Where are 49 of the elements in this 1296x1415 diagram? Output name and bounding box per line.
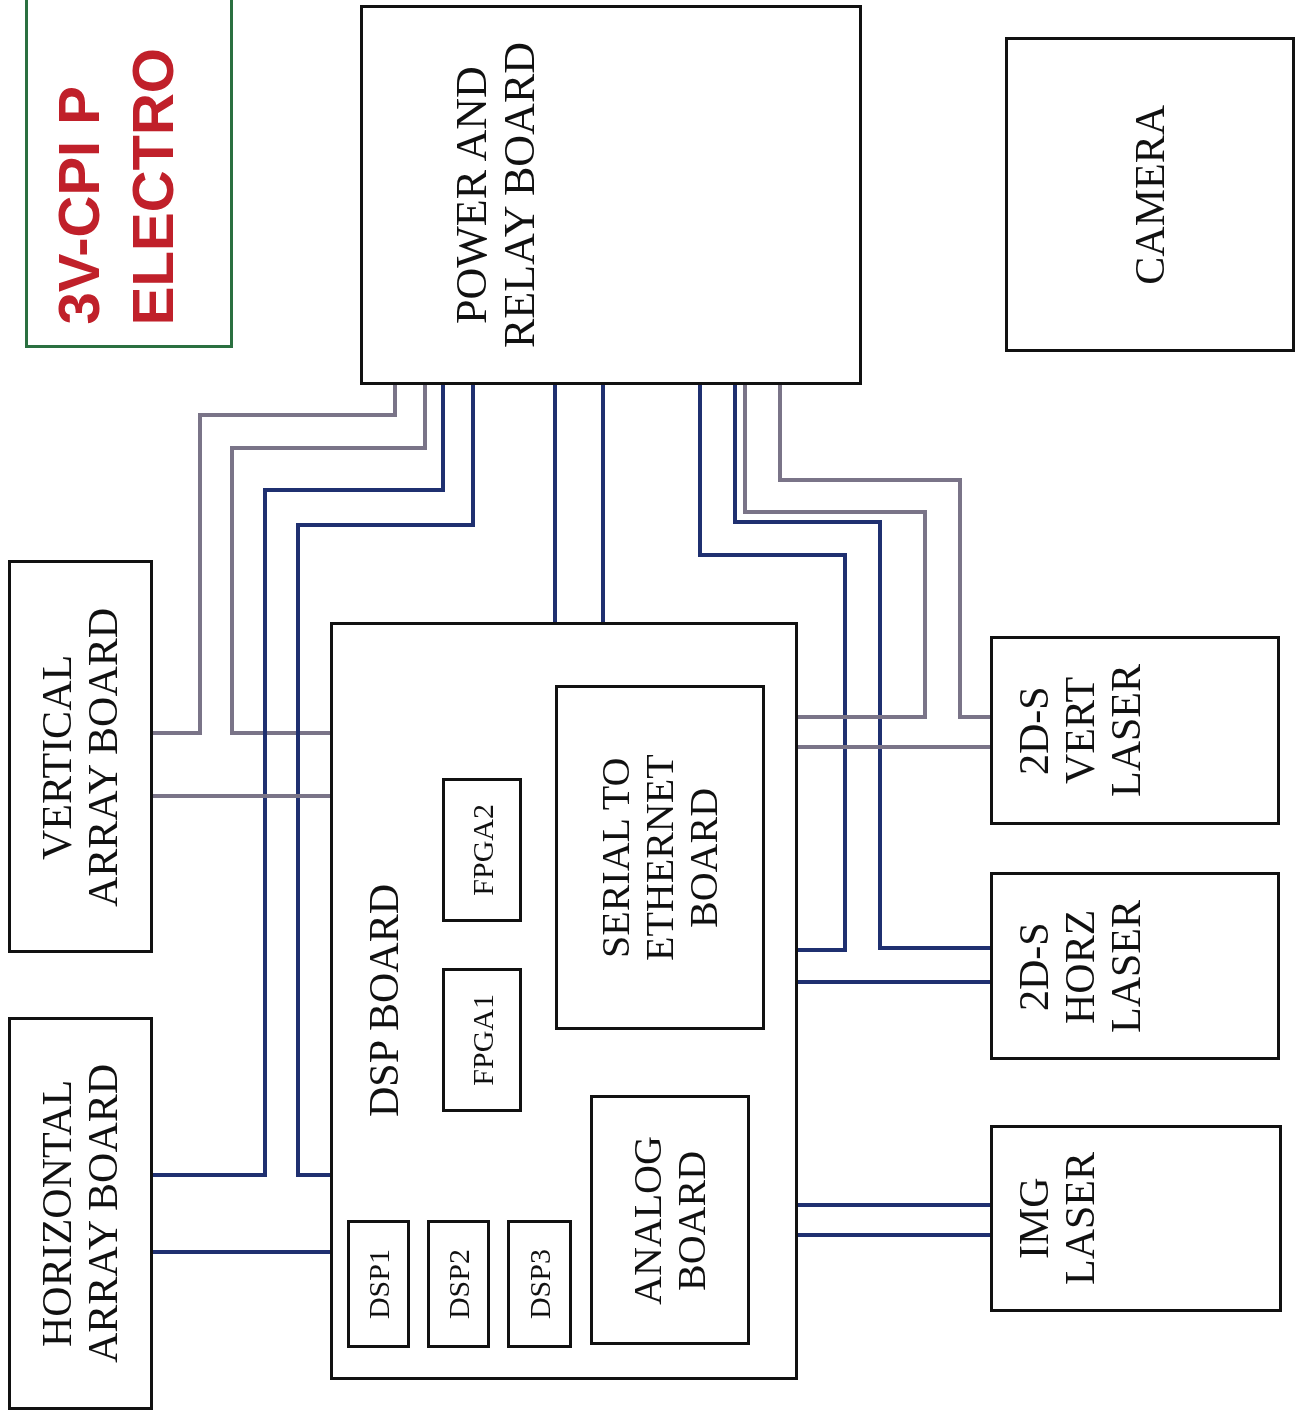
component-box xyxy=(442,968,522,1112)
wire xyxy=(778,385,990,719)
wire xyxy=(296,385,475,1177)
board-box xyxy=(330,622,798,1380)
wire xyxy=(553,385,557,622)
box-label: DSP1 xyxy=(362,1248,395,1319)
box-label: 2D-S VERT LASER xyxy=(1011,663,1150,799)
wire xyxy=(733,385,990,950)
box-label: DSP BOARD xyxy=(361,884,408,1118)
wire xyxy=(743,385,927,719)
wire xyxy=(798,1203,990,1207)
block-box xyxy=(8,560,153,953)
component-box xyxy=(347,1220,410,1348)
component-box xyxy=(555,685,765,1030)
component-box xyxy=(442,778,522,922)
box-label: 2D-S HORZ LASER xyxy=(1011,898,1150,1035)
title-text: 3V-CPI P xyxy=(50,86,108,325)
block-box xyxy=(1005,37,1295,352)
box-label: ANALOG BOARD xyxy=(626,1134,714,1307)
block-box xyxy=(8,1017,153,1410)
box-label: DSP3 xyxy=(523,1248,556,1319)
wire xyxy=(601,385,605,622)
component-box xyxy=(427,1220,490,1348)
block-box xyxy=(990,1125,1282,1312)
box-label: IMG LASER xyxy=(1011,1151,1104,1287)
component-box xyxy=(590,1095,750,1345)
wire xyxy=(798,1233,990,1237)
box-label: POWER AND RELAY BOARD xyxy=(448,41,545,350)
wire xyxy=(153,385,397,735)
box-label: VERTICAL ARRAY BOARD xyxy=(34,605,127,909)
block-box xyxy=(990,636,1280,825)
box-label: SERIAL TO ETHERNET BOARD xyxy=(594,753,726,963)
wire xyxy=(153,385,445,1177)
box-label: FPGA2 xyxy=(465,804,499,896)
wire xyxy=(153,1250,330,1254)
box-label: DSP2 xyxy=(442,1248,475,1319)
wire xyxy=(153,794,330,798)
wire xyxy=(698,385,847,952)
title-box xyxy=(25,0,233,348)
block-box xyxy=(360,5,862,385)
block-box xyxy=(990,872,1280,1060)
box-label: CAMERA xyxy=(1126,104,1174,285)
box-label: FPGA1 xyxy=(465,994,499,1086)
box-label: HORIZONTAL ARRAY BOARD xyxy=(34,1062,127,1366)
title-text: ELECTRO xyxy=(124,47,182,325)
wire xyxy=(230,385,427,735)
wire xyxy=(798,980,990,984)
wire xyxy=(798,745,990,749)
component-box xyxy=(507,1220,572,1348)
